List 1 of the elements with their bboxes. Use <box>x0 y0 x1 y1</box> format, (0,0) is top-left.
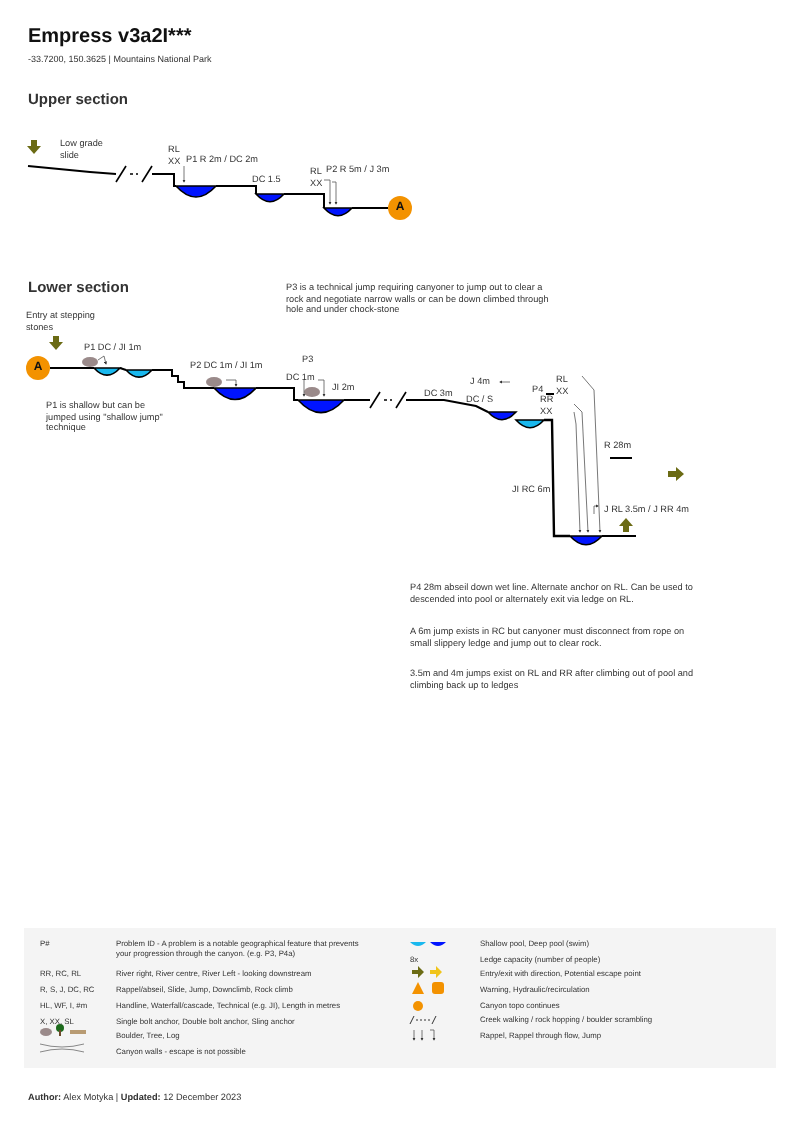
title: Empress v3a2I*** <box>28 26 192 48</box>
